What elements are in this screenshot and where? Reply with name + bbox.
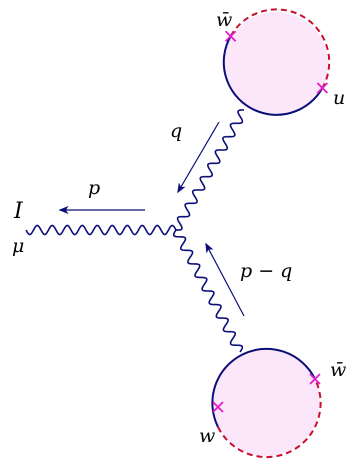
label-I: I — [13, 199, 24, 224]
label-p-minus-q: p − q — [240, 260, 292, 282]
momentum-arrow-p-minus-q — [205, 242, 245, 317]
cross-marker — [309, 373, 321, 385]
external-propagator-wave — [25, 224, 177, 236]
label-q: q — [170, 120, 182, 142]
label-wbar-bottom: w̄ — [330, 359, 346, 381]
bottom-loop-dashed-arc — [217, 378, 322, 459]
label-w: w — [199, 425, 215, 447]
cross-marker — [212, 401, 224, 413]
bottom-loop-solid-arc — [211, 347, 316, 428]
top-loop-dashed-arc — [229, 8, 331, 89]
propagator-q-wave — [175, 109, 245, 231]
label-mu: μ — [12, 235, 24, 257]
label-p: p — [88, 177, 100, 199]
label-u: u — [333, 87, 345, 109]
top-loop-fill — [224, 12, 328, 116]
cross-marker — [316, 82, 329, 94]
bottom-loop-fill — [212, 348, 320, 456]
propagator-p-minus-q-wave — [172, 229, 244, 353]
top-loop — [222, 8, 331, 116]
top-loop-solid-arc — [222, 35, 324, 116]
bottom-loop — [211, 347, 322, 459]
cross-marker — [224, 30, 237, 42]
momentum-arrow-q — [177, 121, 220, 194]
label-wbar-top: w̄ — [216, 9, 232, 31]
